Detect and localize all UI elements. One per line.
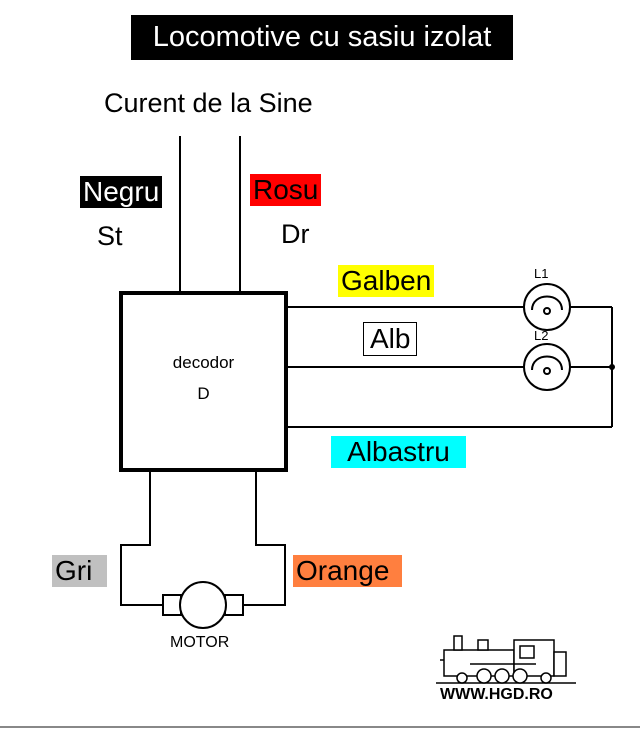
motor-label: MOTOR [170,634,230,651]
lamp-l1-icon [523,283,571,331]
right-rail-side-label: Dr [281,219,310,249]
bottom-divider [0,726,640,728]
diagram-title: Locomotive cu sasiu izolat [131,15,513,60]
motor-left-wire [120,471,163,606]
decoder-box [119,291,288,472]
common-wire-color-label: Albastru [331,436,466,468]
motor-left-wire-color-label: Gri [52,555,107,587]
decoder-name: decodor [172,353,235,372]
lamp-l2-icon [523,343,571,391]
website-label: WWW.HGD.RO [440,686,553,703]
lamp-l2-label: L2 [534,328,549,343]
lamp-l1-label: L1 [534,266,549,281]
motor-right-wire [243,471,286,606]
motor-icon [162,581,244,629]
decoder-letter: D [197,384,210,403]
motor-right-wire-color-label: Orange [293,555,402,587]
locomotive-logo-icon [436,635,576,684]
lamp2-wire-color-label: Alb [363,322,418,356]
lamp1-wire-color-label: Galben [338,265,435,297]
rails-label: Curent de la Sine [104,88,313,118]
left-rail-color-label: Negru [80,176,163,208]
right-rail-color-label: Rosu [250,174,322,206]
left-rail-side-label: St [97,221,123,251]
junction-dot [609,364,615,370]
